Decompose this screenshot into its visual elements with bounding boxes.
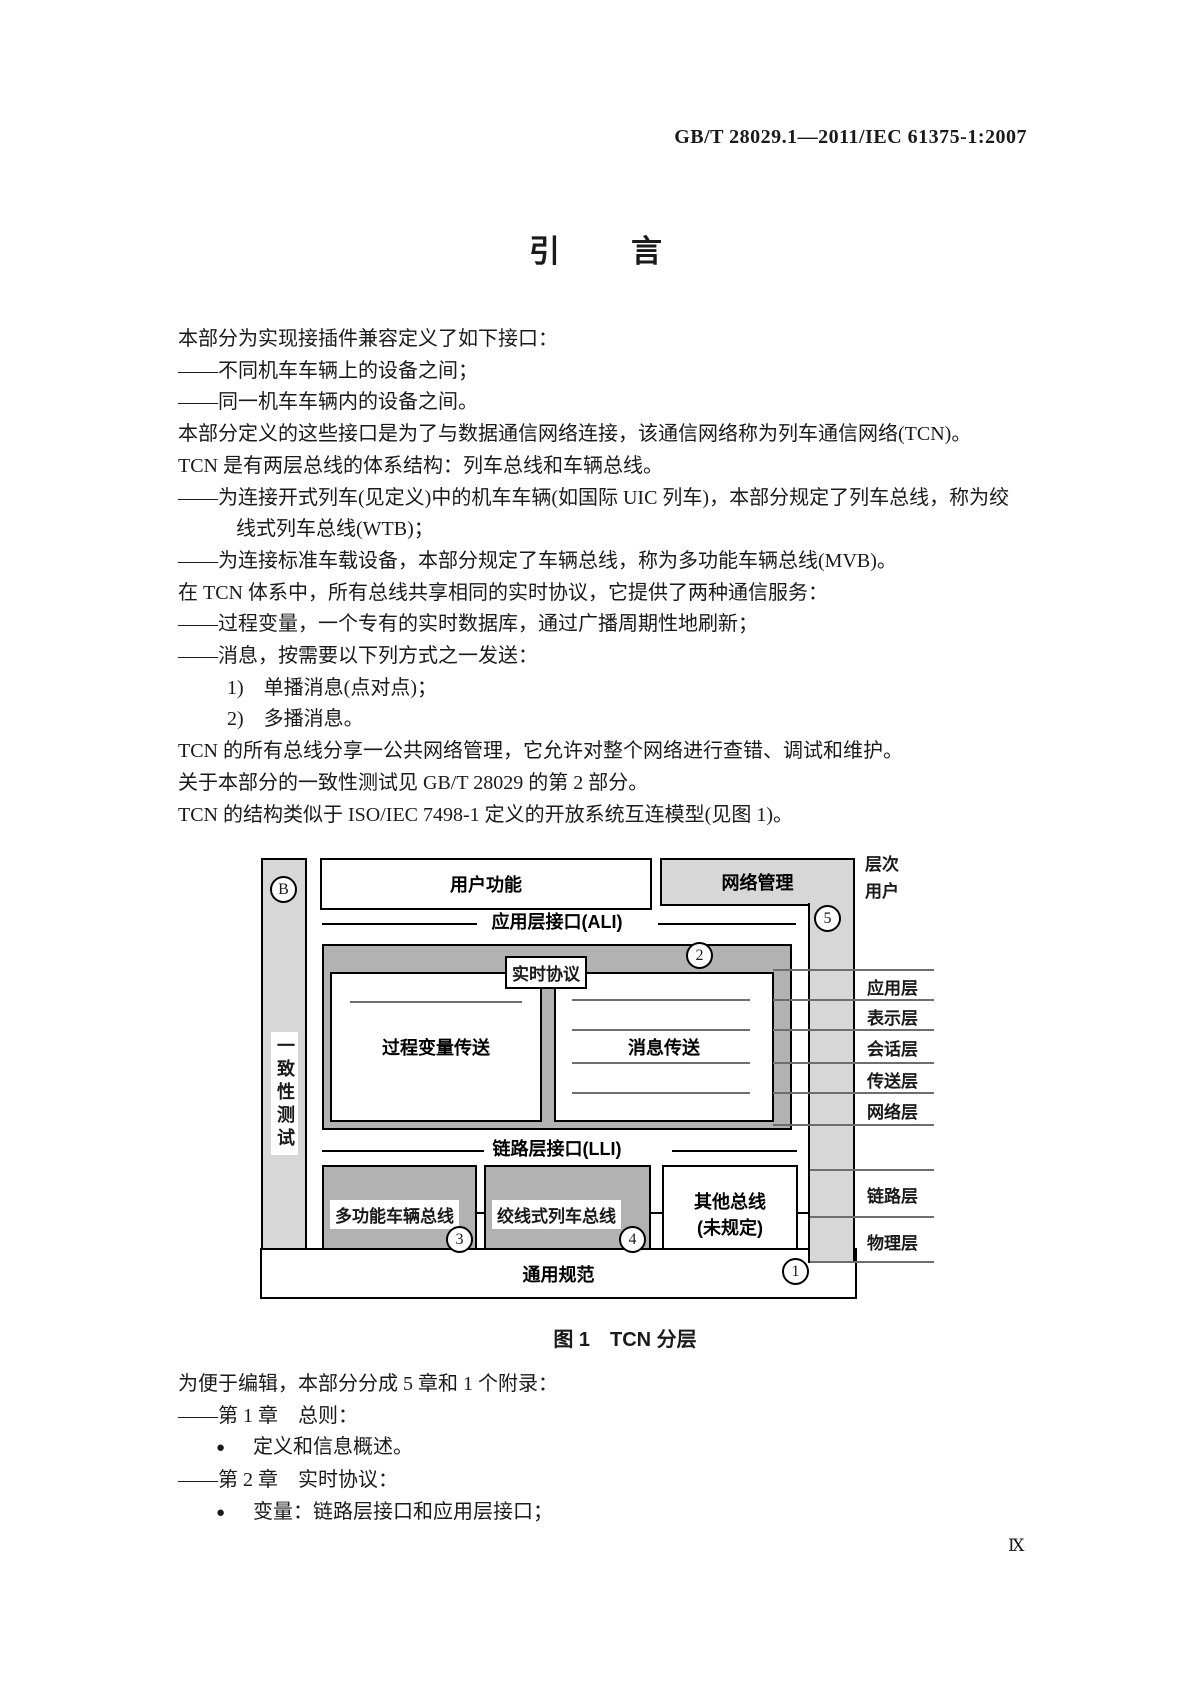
outline-item: ● 变量：链路层接口和应用层接口； xyxy=(178,1497,1038,1530)
bus-connector xyxy=(651,1212,663,1214)
lli-line-left xyxy=(322,1150,484,1152)
outline-item: ——第 1 章 总则： xyxy=(178,1404,358,1427)
body-line: TCN 的所有总线分享一公共网络管理，它允许对整个网络进行查错、调试和维护。 xyxy=(178,740,903,763)
bullet-icon: ● xyxy=(216,1440,226,1457)
body-line: ——过程变量，一个专有的实时数据库，通过广播周期性地刷新； xyxy=(178,613,758,636)
circle-label: 2 xyxy=(695,946,704,964)
body-line: 本部分定义的这些接口是为了与数据通信网络连接，该通信网络称为列车通信网络(TCN… xyxy=(178,423,972,446)
side-label-layer: 传送层 xyxy=(867,1072,918,1091)
msg-inner-line xyxy=(572,1062,750,1064)
body-line: ——不同机车车辆上的设备之间； xyxy=(178,359,478,382)
circle-label: B xyxy=(278,880,289,898)
circle-marker-2: 2 xyxy=(686,942,713,969)
real-time-protocol-label: 实时协议 xyxy=(505,956,587,989)
general-spec-box: 通用规范 xyxy=(260,1248,857,1299)
outline-item-text: 定义和信息概述。 xyxy=(253,1436,413,1459)
body-line: 1) 单播消息(点对点)； xyxy=(227,676,437,699)
side-label-layer: 应用层 xyxy=(867,979,918,998)
page-title: 引 言 xyxy=(529,234,682,269)
circle-label: 4 xyxy=(628,1230,637,1248)
body-line: 在 TCN 体系中，所有总线共享相同的实时协议，它提供了两种通信服务： xyxy=(178,581,828,604)
mvb-label: 多功能车辆总线 xyxy=(330,1200,459,1229)
msg-inner-line xyxy=(572,1092,750,1094)
body-line: 本部分为实现接插件兼容定义了如下接口： xyxy=(178,328,558,350)
body-line: TCN 是有两层总线的体系结构：列车总线和车辆总线。 xyxy=(178,454,663,477)
layer-boundary-line xyxy=(773,1092,934,1094)
ali-line-right xyxy=(658,923,796,925)
circle-marker-3: 3 xyxy=(446,1226,473,1253)
user-function-box: 用户功能 xyxy=(320,858,652,910)
bus-connector xyxy=(477,1212,485,1214)
layer-boundary-line xyxy=(773,1124,934,1126)
figure-caption: 图 1 TCN 分层 xyxy=(553,1329,697,1351)
side-label-physical-layer: 物理层 xyxy=(867,1234,918,1253)
circle-marker-b: B xyxy=(270,876,297,903)
process-variable-box: 过程变量传送 xyxy=(330,972,542,1122)
general-spec-label: 通用规范 xyxy=(522,1264,595,1285)
process-variable-label: 过程变量传送 xyxy=(382,1038,490,1058)
circle-marker-5: 5 xyxy=(814,905,841,932)
body-line: ——消息，按需要以下列方式之一发送： xyxy=(178,645,538,668)
side-label-layer: 会话层 xyxy=(867,1040,918,1059)
page-number: Ⅸ xyxy=(1008,1536,1025,1555)
body-line: 线式列车总线(WTB)； xyxy=(236,518,434,541)
document-outline: 为便于编辑，本部分分成 5 章和 1 个附录： ——第 1 章 总则： ● 定义和… xyxy=(178,1369,1038,1530)
user-function-label: 用户功能 xyxy=(450,875,522,895)
bullet-icon: ● xyxy=(216,1504,226,1521)
side-label-user: 用户 xyxy=(865,882,899,901)
lli-line-right xyxy=(672,1150,797,1152)
outline-item: ● 定义和信息概述。 xyxy=(178,1432,1038,1465)
msg-inner-line xyxy=(572,999,750,1001)
side-label-layer: 表示层 xyxy=(867,1009,918,1028)
layer-boundary-line xyxy=(810,1169,934,1171)
introduction-text: 本部分为实现接插件兼容定义了如下接口： ——不同机车车辆上的设备之间； ——同一… xyxy=(178,324,1038,831)
layer-boundary-line xyxy=(810,1216,934,1218)
body-line: TCN 的结构类似于 ISO/IEC 7498-1 定义的开放系统互连模型(见图… xyxy=(178,803,793,826)
outline-intro: 为便于编辑，本部分分成 5 章和 1 个附录： xyxy=(178,1373,558,1395)
ali-line-left xyxy=(322,923,477,925)
layer-boundary-line xyxy=(773,1062,934,1064)
body-line: ——同一机车车辆内的设备之间。 xyxy=(178,391,478,414)
side-label-hierarchy: 层次 xyxy=(865,855,899,874)
layer-boundary-line xyxy=(773,1029,934,1031)
other-bus-label: 其他总线 xyxy=(694,1192,766,1212)
other-bus-sublabel: (未规定) xyxy=(697,1218,763,1238)
lli-interface-label: 链路层接口(LLI) xyxy=(492,1139,622,1159)
outline-item-text: 变量：链路层接口和应用层接口； xyxy=(253,1500,553,1523)
circle-label: 3 xyxy=(455,1230,464,1248)
bus-connector xyxy=(798,1212,811,1214)
message-transfer-box: 消息传送 xyxy=(554,972,774,1122)
side-label-layer: 网络层 xyxy=(867,1103,918,1122)
body-line: 关于本部分的一致性测试见 GB/T 28029 的第 2 部分。 xyxy=(178,771,649,794)
body-line: 2) 多播消息。 xyxy=(227,708,364,731)
side-label-link-layer: 链路层 xyxy=(867,1187,918,1206)
outline-item: ——第 2 章 实时协议： xyxy=(178,1469,398,1492)
wtb-label: 绞线式列车总线 xyxy=(492,1200,621,1229)
network-management-box: 网络管理 xyxy=(660,858,855,906)
msg-inner-line xyxy=(572,1029,750,1031)
circle-label: 5 xyxy=(823,909,832,927)
network-management-strip xyxy=(808,903,855,1263)
layer-boundary-line xyxy=(773,999,934,1001)
circle-marker-1: 1 xyxy=(782,1258,809,1285)
circle-label: 1 xyxy=(791,1262,800,1280)
conformance-test-label: 一致性测试 xyxy=(271,1032,298,1155)
other-bus-box: 其他总线 (未规定) xyxy=(662,1165,798,1263)
circle-marker-4: 4 xyxy=(619,1226,646,1253)
standard-number: GB/T 28029.1—2011/IEC 61375-1:2007 xyxy=(674,126,1027,148)
body-line: ——为连接开式列车(见定义)中的机车车辆(如国际 UIC 列车)，本部分规定了列… xyxy=(178,486,1010,509)
message-transfer-label: 消息传送 xyxy=(628,1038,700,1058)
pv-inner-line xyxy=(350,1001,522,1003)
body-line: ——为连接标准车载设备，本部分规定了车辆总线，称为多功能车辆总线(MVB)。 xyxy=(178,549,897,572)
network-management-label: 网络管理 xyxy=(721,873,794,893)
layer-boundary-line xyxy=(773,969,934,971)
ali-interface-label: 应用层接口(ALI) xyxy=(491,912,623,932)
layer-boundary-line xyxy=(810,1261,934,1263)
